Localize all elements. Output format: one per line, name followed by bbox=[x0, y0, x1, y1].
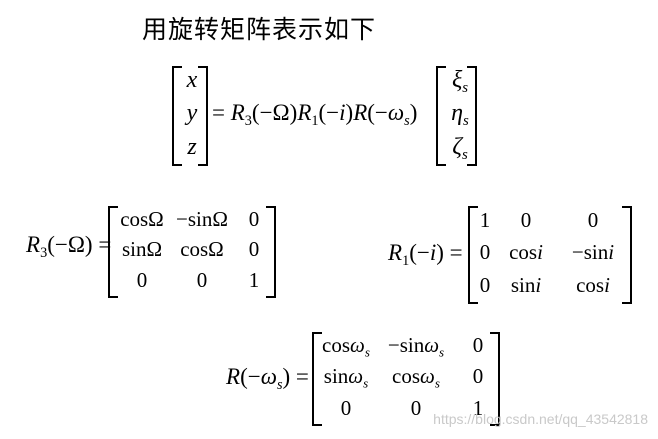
r1-cell-0-1: 0 bbox=[520, 207, 532, 232]
rw-cell-0-2: 0 bbox=[472, 333, 484, 358]
r1-cell-1-0: 0 bbox=[479, 240, 491, 265]
rw-matrix: cosωs −sinωs 0 sinωs cosωs 0 0 0 1 bbox=[318, 330, 498, 424]
r3-left-bracket bbox=[108, 206, 118, 298]
r1-cell-1-2: −sini bbox=[571, 240, 615, 265]
rw-label: R(−ωs) = bbox=[226, 364, 309, 393]
left-bracket-xyz bbox=[172, 66, 182, 166]
rw-cell-2-0: 0 bbox=[340, 395, 352, 420]
vector-y: y bbox=[186, 100, 198, 127]
rw-cell-1-2: 0 bbox=[472, 364, 484, 389]
left-bracket-xi bbox=[436, 66, 446, 166]
orbital-vector: ξs ηs ζs bbox=[445, 64, 475, 164]
watermark-text: https://blog.csdn.net/qq_43542818 bbox=[433, 411, 648, 427]
rw-cell-2-1: 0 bbox=[410, 395, 422, 420]
r1-matrix: 1 0 0 0 cosi −sini 0 sini cosi bbox=[474, 204, 630, 302]
r1-cell-0-2: 0 bbox=[587, 207, 599, 232]
vector-x: x bbox=[186, 67, 198, 94]
vector-xi: ξs bbox=[451, 67, 469, 97]
page-heading: 用旋转矩阵表示如下 bbox=[142, 15, 377, 44]
r3-cell-1-2: 0 bbox=[248, 237, 260, 262]
vector-eta: ηs bbox=[451, 100, 469, 130]
rw-left-bracket bbox=[312, 332, 322, 426]
coordinate-vector: x y z bbox=[182, 64, 202, 164]
r1-cell-2-2: cosi bbox=[576, 273, 610, 298]
r1-cell-1-1: cosi bbox=[509, 240, 543, 265]
rw-cell-0-1: −sinωs bbox=[387, 333, 445, 360]
r3-cell-2-2: 1 bbox=[248, 268, 260, 293]
right-bracket-xyz bbox=[198, 66, 208, 166]
r3-cell-1-1: cosΩ bbox=[180, 237, 224, 262]
r3-matrix: cosΩ −sinΩ 0 sinΩ cosΩ 0 0 0 1 bbox=[114, 204, 274, 296]
r1-left-bracket bbox=[468, 206, 478, 304]
rw-cell-1-0: sinωs bbox=[323, 364, 369, 392]
r1-cell-2-1: sini bbox=[510, 273, 542, 298]
r3-cell-2-1: 0 bbox=[196, 268, 208, 293]
rw-cell-2-2: 1 bbox=[472, 395, 484, 420]
vector-z: z bbox=[187, 133, 197, 160]
r3-label: R3(−Ω) = bbox=[26, 232, 112, 261]
r1-cell-2-0: 0 bbox=[479, 273, 491, 298]
rw-cell-0-0: cosωs bbox=[322, 333, 370, 360]
r3-right-bracket bbox=[266, 206, 276, 298]
rw-right-bracket bbox=[490, 332, 500, 426]
r3-cell-0-2: 0 bbox=[248, 206, 260, 231]
r3-cell-1-0: sinΩ bbox=[121, 237, 163, 262]
r3-cell-0-1: −sinΩ bbox=[176, 206, 228, 231]
rw-cell-1-1: cosωs bbox=[392, 364, 440, 392]
r3-cell-0-0: cosΩ bbox=[120, 206, 164, 231]
r3-cell-2-0: 0 bbox=[136, 268, 148, 293]
r1-label: R1(−i) = bbox=[388, 240, 463, 269]
r1-right-bracket bbox=[622, 206, 632, 304]
rotation-product: = R3(−Ω)R1(−i)R(−ωs) bbox=[212, 100, 418, 129]
vector-zeta: ζs bbox=[452, 133, 468, 164]
r1-cell-0-0: 1 bbox=[479, 207, 491, 232]
right-bracket-xi bbox=[467, 66, 477, 166]
